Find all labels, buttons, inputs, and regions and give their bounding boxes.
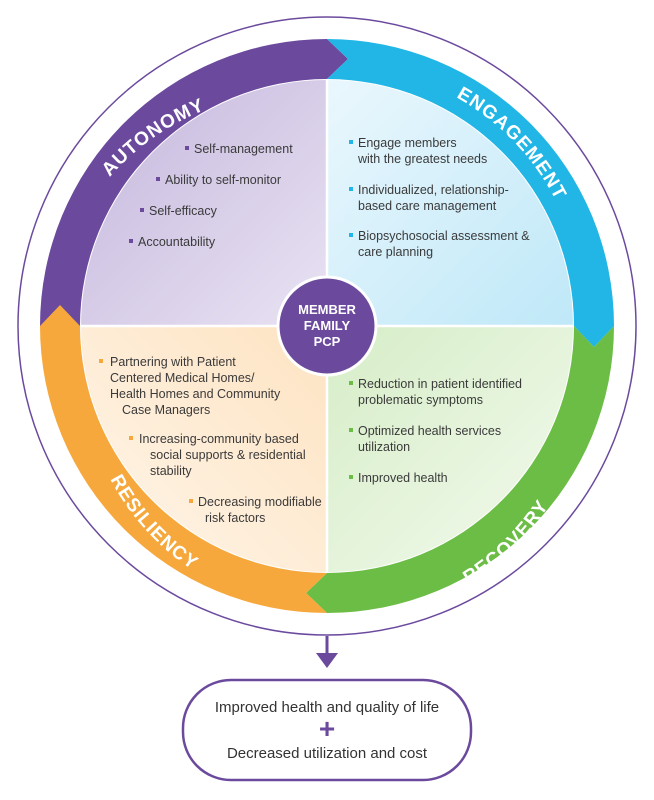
center-line: FAMILY (304, 318, 351, 333)
recovery-quadrant (327, 326, 573, 572)
autonomy-bullet (140, 208, 144, 212)
resiliency-item: Decreasing modifiable (198, 495, 322, 509)
recovery-item: Reduction in patient identified (358, 377, 522, 391)
resiliency-arc (40, 305, 327, 613)
recovery-item: utilization (358, 440, 410, 454)
autonomy-arc (40, 39, 348, 346)
engagement-bullet (349, 233, 353, 237)
recovery-bullet (349, 428, 353, 432)
resiliency-item: Centered Medical Homes/ (110, 371, 255, 385)
recovery-bullet (349, 475, 353, 479)
outcome-line-1: Improved health and quality of life (215, 699, 439, 716)
resiliency-item: Partnering with Patient (110, 355, 236, 369)
engagement-item: care planning (358, 245, 433, 259)
autonomy-quadrant (81, 80, 327, 326)
engagement-bullet (349, 140, 353, 144)
resiliency-quadrant (81, 326, 327, 572)
down-arrow-icon (316, 653, 338, 668)
resiliency-item: risk factors (205, 511, 265, 525)
autonomy-bullet (185, 146, 189, 150)
autonomy-bullet (129, 239, 133, 243)
engagement-arc (327, 39, 614, 347)
engagement-item: Individualized, relationship- (358, 183, 509, 197)
engagement-bullet (349, 187, 353, 191)
engagement-item: Engage members (358, 136, 457, 150)
resiliency-bullet (129, 436, 133, 440)
autonomy-item: Ability to self-monitor (165, 173, 281, 187)
resiliency-item: stability (150, 464, 192, 478)
recovery-bullet (349, 381, 353, 385)
autonomy-item: Self-efficacy (149, 204, 218, 218)
center-hub (276, 275, 378, 377)
recovery-item: Improved health (358, 471, 448, 485)
recovery-item: Optimized health services (358, 424, 501, 438)
resiliency-item: Health Homes and Community (110, 387, 281, 401)
resiliency-item: social supports & residential (150, 448, 306, 462)
recovery-arc (306, 326, 614, 613)
outcome-box (181, 678, 473, 782)
engagement-quadrant (327, 80, 573, 326)
resiliency-bullet (189, 499, 193, 503)
plus-icon: + (319, 713, 335, 744)
recovery-item: problematic symptoms (358, 393, 483, 407)
autonomy-bullet (156, 177, 160, 181)
resiliency-item: Case Managers (122, 403, 210, 417)
center-line: PCP (314, 334, 341, 349)
autonomy-item: Accountability (138, 235, 216, 249)
center-line: MEMBER (298, 302, 356, 317)
engagement-item: Biopsychosocial assessment & (358, 229, 530, 243)
resiliency-bullet (99, 359, 103, 363)
autonomy-item: Self-management (194, 142, 293, 156)
resiliency-item: Increasing-community based (139, 432, 299, 446)
outcome-line-2: Decreased utilization and cost (227, 745, 428, 762)
outer-ring (17, 16, 637, 636)
engagement-item: with the greatest needs (357, 152, 487, 166)
engagement-item: based care management (358, 199, 497, 213)
